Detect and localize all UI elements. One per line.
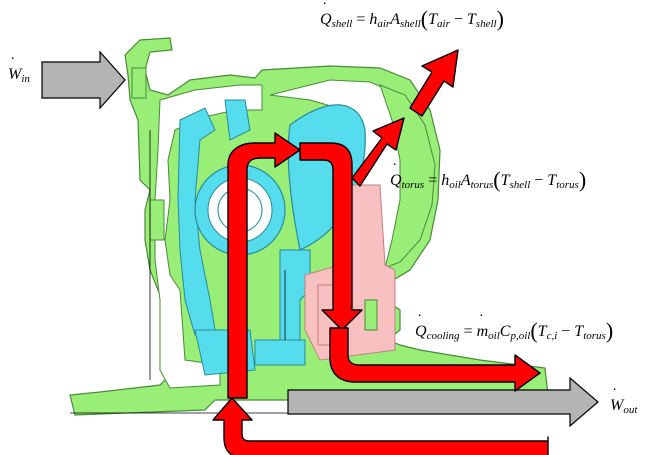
q-cooling-subscript: cooling bbox=[426, 330, 460, 342]
t2-subscript: shell bbox=[475, 18, 497, 30]
work-arrows bbox=[41, 50, 599, 428]
open-paren: ( bbox=[530, 318, 538, 343]
q-cooling-symbol: Q bbox=[415, 323, 427, 340]
work-in-arrow bbox=[41, 50, 126, 110]
t1-subscript: air bbox=[437, 18, 450, 30]
seal bbox=[364, 299, 378, 331]
close-paren: ) bbox=[605, 318, 614, 343]
stator-top bbox=[224, 99, 251, 141]
stator-shaft bbox=[279, 249, 311, 346]
open-paren: ( bbox=[493, 167, 501, 192]
w-out-symbol: W bbox=[610, 397, 623, 414]
torus-heat-arrow bbox=[351, 117, 405, 187]
q-torus-subscript: torus bbox=[401, 179, 425, 191]
t1-subscript: shell bbox=[509, 179, 531, 191]
m-symbol: m bbox=[477, 323, 489, 340]
t2-symbol: T bbox=[466, 11, 476, 28]
t2-symbol: T bbox=[574, 323, 584, 340]
flex-plate bbox=[131, 67, 147, 99]
c-subscript: p,oil bbox=[510, 330, 531, 342]
a-symbol: A bbox=[460, 172, 471, 189]
h-subscript: oil bbox=[449, 179, 461, 191]
close-paren: ) bbox=[496, 6, 504, 31]
work-out-label: Wout bbox=[610, 397, 637, 416]
t2-subscript: torus bbox=[556, 179, 579, 191]
open-paren: ( bbox=[420, 6, 429, 31]
work-in-label: Win bbox=[8, 66, 30, 85]
t2-subscript: torus bbox=[583, 330, 606, 342]
q-shell-equation: Qshell = hairAshell(Tair − Tshell) bbox=[320, 6, 504, 32]
a-subscript: shell bbox=[400, 18, 421, 30]
minus-sign: − bbox=[534, 172, 544, 189]
t1-subscript: c,i bbox=[546, 330, 558, 342]
q-shell-symbol: Q bbox=[320, 11, 332, 28]
t1-symbol: T bbox=[428, 11, 438, 28]
a-subscript: torus bbox=[470, 179, 494, 191]
q-torus-symbol: Q bbox=[390, 172, 402, 189]
turbine-shell bbox=[379, 84, 436, 269]
torus-flow-arrow bbox=[299, 142, 363, 331]
minus-sign: − bbox=[453, 11, 463, 28]
equals-sign: = bbox=[463, 323, 473, 340]
close-paren: ) bbox=[578, 167, 587, 192]
h-subscript: air bbox=[377, 18, 391, 30]
oil-return-arrow bbox=[212, 397, 549, 455]
equals-sign: = bbox=[428, 172, 438, 189]
w-in-symbol: W bbox=[8, 66, 21, 83]
q-shell-subscript: shell bbox=[331, 18, 353, 30]
work-out-arrow bbox=[287, 376, 599, 428]
inner-cavity-left bbox=[154, 84, 263, 389]
m-subscript: oil bbox=[488, 330, 500, 342]
heat-arrows bbox=[212, 49, 549, 455]
c-symbol: C bbox=[499, 323, 511, 340]
q-cooling-equation: Qcooling = moilCp,oil(Tc,i − Ttorus) bbox=[415, 318, 613, 344]
shell-heat-arrow bbox=[409, 49, 459, 117]
h-symbol: h bbox=[441, 172, 450, 189]
q-torus-equation: Qtorus = hoilAtorus(Tshell − Ttorus) bbox=[390, 167, 586, 193]
minus-sign: − bbox=[561, 323, 571, 340]
equals-sign: = bbox=[356, 11, 366, 28]
oil-inflow-arrow bbox=[227, 132, 301, 399]
cooling-outflow-arrow bbox=[329, 327, 541, 392]
a-symbol: A bbox=[390, 11, 400, 28]
w-in-subscript: in bbox=[21, 73, 30, 85]
t1-symbol: T bbox=[500, 172, 510, 189]
pump-hub bbox=[254, 339, 306, 366]
t1-symbol: T bbox=[537, 323, 547, 340]
t2-symbol: T bbox=[547, 172, 557, 189]
shell-lug bbox=[149, 199, 165, 241]
w-out-subscript: out bbox=[623, 404, 638, 416]
h-symbol: h bbox=[369, 11, 378, 28]
